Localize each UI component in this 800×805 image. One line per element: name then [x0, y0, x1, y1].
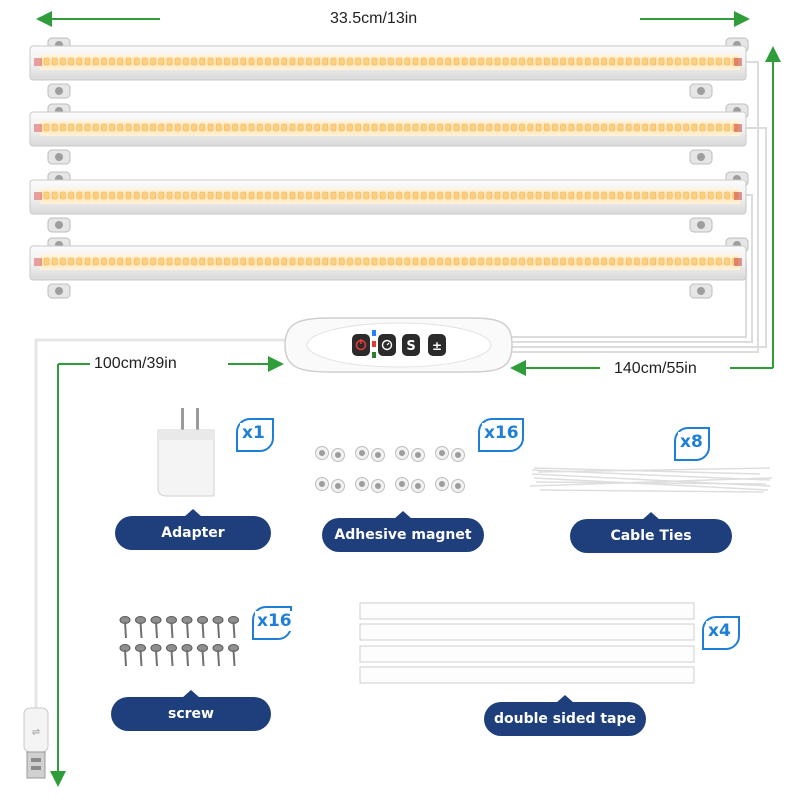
led-strips — [29, 37, 749, 299]
magnet-label: Adhesive magnet — [322, 511, 484, 552]
cable-ties-quantity-frame — [674, 427, 710, 461]
cable-ties-image — [529, 467, 773, 493]
tape-quantity-frame — [702, 616, 740, 650]
cable-ties-label: Cable Ties — [570, 512, 732, 553]
usb-cord — [34, 338, 290, 710]
power-icon[interactable] — [352, 334, 370, 356]
timer-icon[interactable] — [378, 334, 396, 356]
svg-text:S: S — [406, 339, 415, 354]
usb-plug: ⇌ — [23, 707, 49, 779]
cord-to-plug-label: 100cm/39in — [90, 355, 181, 373]
led-strip — [29, 37, 749, 99]
tape-image — [359, 602, 695, 684]
adapter-quantity-frame — [236, 418, 274, 452]
adapter-image — [157, 408, 215, 497]
cord-to-strips-label: 140cm/55in — [610, 360, 701, 378]
svg-text:⇌: ⇌ — [32, 727, 40, 738]
screw-set-image — [119, 616, 239, 667]
led-strip — [29, 103, 749, 165]
tape-quantity: x4 — [706, 621, 733, 641]
cable-ties-quantity: x8 — [678, 432, 705, 452]
tape-label: double sided tape — [484, 695, 646, 736]
cord-to-strips-arrow — [510, 46, 781, 376]
screw-quantity: x16 — [255, 611, 294, 631]
green-indicator — [372, 352, 376, 358]
cord-to-plug-arrow — [50, 356, 284, 787]
adapter-label: Adapter — [115, 509, 271, 550]
led-strip — [29, 237, 749, 299]
magnet-quantity-frame — [478, 418, 524, 452]
magnet-set-image — [315, 446, 465, 493]
adapter-quantity: x1 — [240, 423, 267, 443]
led-strip — [29, 171, 749, 233]
strip-length-label: 33.5cm/13in — [326, 10, 422, 28]
controller[interactable]: S ± — [284, 317, 513, 373]
blue-indicator — [372, 330, 376, 336]
screw-label: screw — [111, 690, 271, 731]
svg-text:±: ± — [432, 339, 442, 353]
mode-icon[interactable]: S — [402, 334, 420, 356]
brightness-icon[interactable]: ± — [428, 334, 446, 356]
magnet-quantity: x16 — [482, 423, 521, 443]
red-indicator — [372, 341, 376, 347]
